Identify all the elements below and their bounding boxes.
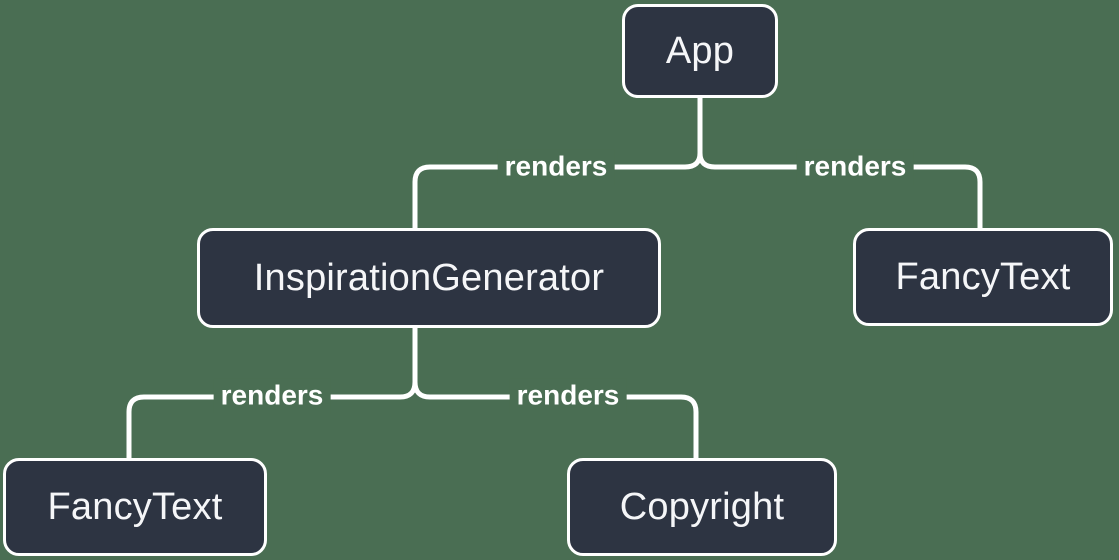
edge-label-renders: renders: [509, 378, 627, 414]
node-copyright: Copyright: [567, 458, 837, 556]
node-fancy-text-top: FancyText: [853, 228, 1113, 326]
edge-label-renders: renders: [497, 149, 615, 185]
edge-label-renders: renders: [796, 149, 914, 185]
node-fancy-text-bottom: FancyText: [3, 458, 267, 556]
edge-label-renders: renders: [213, 378, 331, 414]
node-inspiration-generator: InspirationGenerator: [197, 228, 661, 328]
node-app: App: [622, 4, 778, 98]
